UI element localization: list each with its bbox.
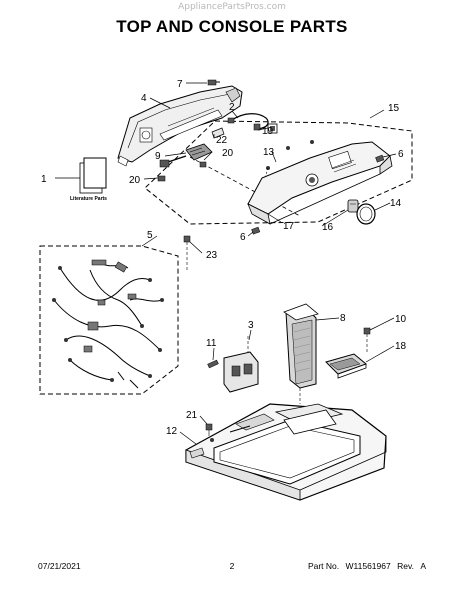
screw-6-right[interactable] [375, 154, 385, 163]
footer-page-number: 2 [229, 561, 235, 571]
console-front-panel-part[interactable] [247, 141, 393, 225]
leader-lines [55, 82, 397, 445]
wire-harness-2[interactable] [227, 113, 269, 131]
footer-part-info: Part No. W11561967 Rev. A [304, 561, 426, 571]
screw-20-left[interactable] [157, 175, 166, 182]
callout-6-right: 6 [398, 149, 404, 160]
callout-20-left: 20 [129, 175, 141, 186]
callout-19: 19 [262, 126, 274, 137]
knob-shaft-16[interactable] [347, 199, 359, 213]
revision-value: A [420, 561, 426, 571]
console-back-panel-part[interactable] [117, 85, 243, 167]
callout-18: 18 [395, 341, 407, 352]
lint-screen-8[interactable] [283, 303, 319, 404]
part-number-label: Part No. [307, 561, 340, 571]
knob-14[interactable] [356, 203, 376, 225]
callout-1: 1 [41, 174, 47, 185]
callout-9: 9 [155, 151, 161, 162]
callout-12: 12 [166, 426, 178, 437]
console-group-dashed-outline [144, 120, 413, 225]
callout-11: 11 [206, 338, 217, 349]
watermark: AppliancePartsPros.com [178, 2, 286, 12]
literature-part-1[interactable]: Literature Parts [70, 157, 107, 202]
part-number-value: W11561967 [345, 561, 391, 571]
filter-housing-18[interactable] [325, 353, 367, 379]
screw-20-right[interactable] [199, 161, 207, 168]
revision-label: Rev. [397, 561, 414, 571]
latch-assembly-3[interactable] [223, 336, 259, 393]
callout-22: 22 [216, 135, 228, 146]
callout-15: 15 [388, 103, 400, 114]
callout-10: 10 [395, 314, 407, 325]
footer-date: 07/21/2021 [38, 561, 81, 571]
callout-21: 21 [186, 410, 198, 421]
callout-23: 23 [206, 250, 218, 261]
literature-label: Literature Parts [70, 196, 107, 202]
callout-14: 14 [390, 198, 402, 209]
callout-17: 17 [283, 221, 295, 232]
callout-3: 3 [248, 320, 254, 331]
callout-7: 7 [177, 79, 183, 90]
page-title: TOP AND CONSOLE PARTS [116, 17, 348, 36]
screw-21[interactable] [205, 423, 213, 436]
connector-19[interactable] [267, 123, 278, 134]
callout-4: 4 [141, 93, 147, 104]
screw-10[interactable] [363, 327, 371, 352]
callout-20-right: 20 [222, 148, 234, 159]
callout-6-left: 6 [240, 232, 246, 243]
callout-16: 16 [322, 222, 334, 233]
screw-7[interactable] [207, 79, 220, 86]
callout-2: 2 [229, 102, 235, 113]
control-switch-9[interactable] [159, 143, 213, 168]
callout-5: 5 [147, 230, 153, 241]
callout-13: 13 [263, 147, 275, 158]
dryer-top-panel-12[interactable] [185, 403, 387, 501]
screw-6-left[interactable] [251, 226, 261, 235]
wire-harness-dashed-outline [39, 245, 179, 395]
callout-8: 8 [340, 313, 346, 324]
screw-23[interactable] [183, 235, 191, 270]
screw-11[interactable] [207, 359, 219, 369]
bracket-22[interactable] [211, 127, 225, 139]
main-wire-harness-part[interactable] [52, 259, 164, 389]
callout-numbers: 7 4 2 15 19 22 9 20 13 6 1 20 14 17 16 6… [41, 79, 407, 437]
